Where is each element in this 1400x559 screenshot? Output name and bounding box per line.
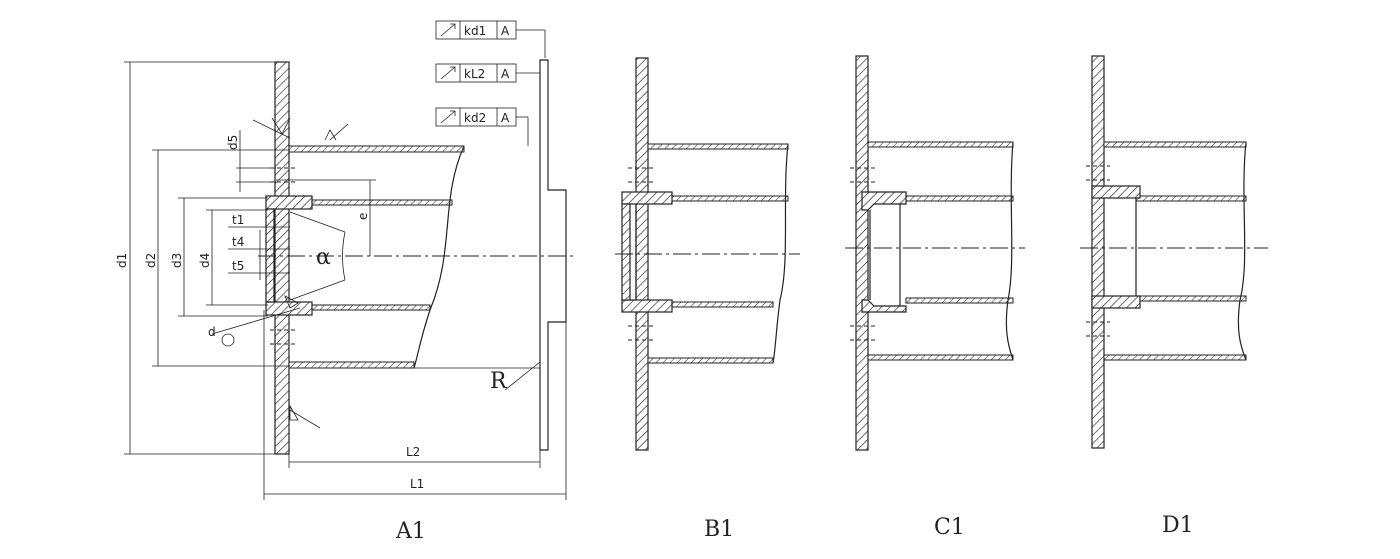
hub-bottom <box>265 301 313 316</box>
svg-text:kL2: kL2 <box>464 67 485 81</box>
weld-symbol-icon <box>324 123 349 141</box>
view-d1: D1 <box>1080 55 1268 538</box>
svg-text:kd1: kd1 <box>464 24 486 38</box>
svg-text:A: A <box>501 67 510 81</box>
view-label-a1: A1 <box>395 519 426 544</box>
hub-top <box>265 195 313 210</box>
dim-t1: t1 <box>232 213 244 227</box>
dim-l1: L1 <box>410 477 424 491</box>
weld-circle-icon <box>221 333 235 347</box>
flange-plate <box>274 61 290 455</box>
dim-alpha: α <box>316 245 331 270</box>
weld-symbol-icon <box>252 117 291 139</box>
view-label-c1: C1 <box>934 515 965 540</box>
outer-pipe-top <box>288 145 465 153</box>
view-c1: C1 <box>845 55 1025 540</box>
runout-arrow-icon <box>440 66 456 80</box>
tolerance-frame-kd2: kd2 A <box>435 107 529 146</box>
dim-d4: d4 <box>198 253 212 268</box>
dim-t5: t5 <box>232 259 244 273</box>
inner-pipe-bottom <box>311 304 431 311</box>
runout-arrow-icon <box>440 23 456 37</box>
dim-e: e <box>356 213 370 220</box>
hub-sleeve <box>265 208 275 303</box>
dim-d5: d5 <box>226 135 240 150</box>
svg-text:kd2: kd2 <box>464 111 486 125</box>
svg-text:A: A <box>501 24 510 38</box>
dim-t4: t4 <box>232 235 244 249</box>
svg-text:A: A <box>501 111 510 125</box>
view-label-d1: D1 <box>1162 513 1194 538</box>
inner-pipe-top <box>311 199 453 206</box>
dim-d: d <box>208 325 216 339</box>
tolerance-frame-kd1: kd1 A <box>435 20 546 58</box>
runout-arrow-icon <box>440 110 456 124</box>
dim-r: R <box>490 369 508 394</box>
dim-d1: d1 <box>115 253 129 268</box>
weld-symbol-icon <box>289 404 321 429</box>
tolerance-frame-kl2: kL2 A <box>435 63 540 83</box>
dim-d3: d3 <box>170 253 184 268</box>
view-label-b1: B1 <box>704 517 734 542</box>
dim-l2: L2 <box>406 445 420 459</box>
view-a1: R d1 d2 d3 d4 d5 t1 t4 t5 <box>115 20 575 544</box>
dim-d2: d2 <box>144 253 158 268</box>
view-b1: B1 <box>615 57 800 542</box>
outer-pipe-bottom <box>288 361 415 369</box>
